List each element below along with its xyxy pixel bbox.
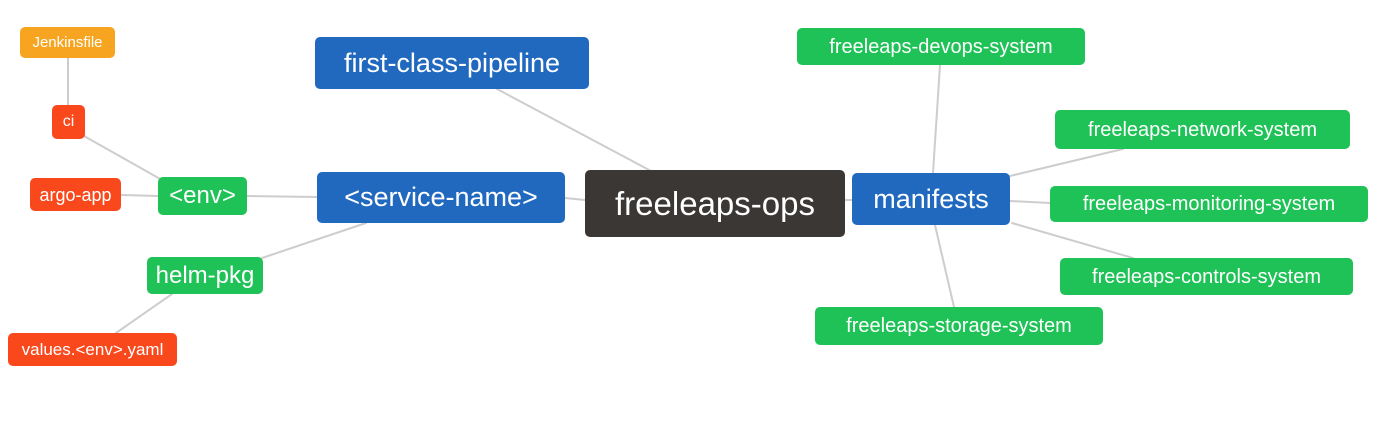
edge-argo-app-to-env [120,194,159,197]
node-freeleaps-storage-system[interactable]: freeleaps-storage-system [815,307,1103,345]
edge-service-name-to-freeleaps-ops [564,197,586,201]
edge-manifests-to-freeleaps-monitoring-system [1009,200,1051,204]
node-manifests[interactable]: manifests [852,173,1010,225]
edge-manifests-to-freeleaps-storage-system [934,224,955,308]
edge-manifests-to-freeleaps-devops-system [932,64,941,174]
node-first-class-pipeline[interactable]: first-class-pipeline [315,37,589,89]
node-env[interactable]: <env> [158,177,247,215]
node-freeleaps-controls-system[interactable]: freeleaps-controls-system [1060,258,1353,295]
node-freeleaps-monitoring-system[interactable]: freeleaps-monitoring-system [1050,186,1368,222]
node-freeleaps-network-system[interactable]: freeleaps-network-system [1055,110,1350,149]
node-argo-app[interactable]: argo-app [30,178,121,211]
node-freeleaps-ops[interactable]: freeleaps-ops [585,170,845,237]
node-freeleaps-devops-system[interactable]: freeleaps-devops-system [797,28,1085,65]
edge-service-name-to-helm-pkg [261,222,367,259]
node-service-name[interactable]: <service-name> [317,172,565,223]
node-values-env-yaml[interactable]: values.<env>.yaml [8,333,177,366]
edge-manifests-to-freeleaps-controls-system [1011,222,1134,259]
edge-first-class-pipeline-to-freeleaps-ops [496,88,652,172]
node-ci[interactable]: ci [52,105,85,139]
edge-ci-to-env [83,135,163,181]
node-jenkinsfile[interactable]: Jenkinsfile [20,27,115,58]
edge-env-to-service-name [246,195,318,198]
node-helm-pkg[interactable]: helm-pkg [147,257,263,294]
edge-helm-pkg-to-values-env-yaml [115,293,173,334]
edge-manifests-to-freeleaps-network-system [1009,148,1124,177]
